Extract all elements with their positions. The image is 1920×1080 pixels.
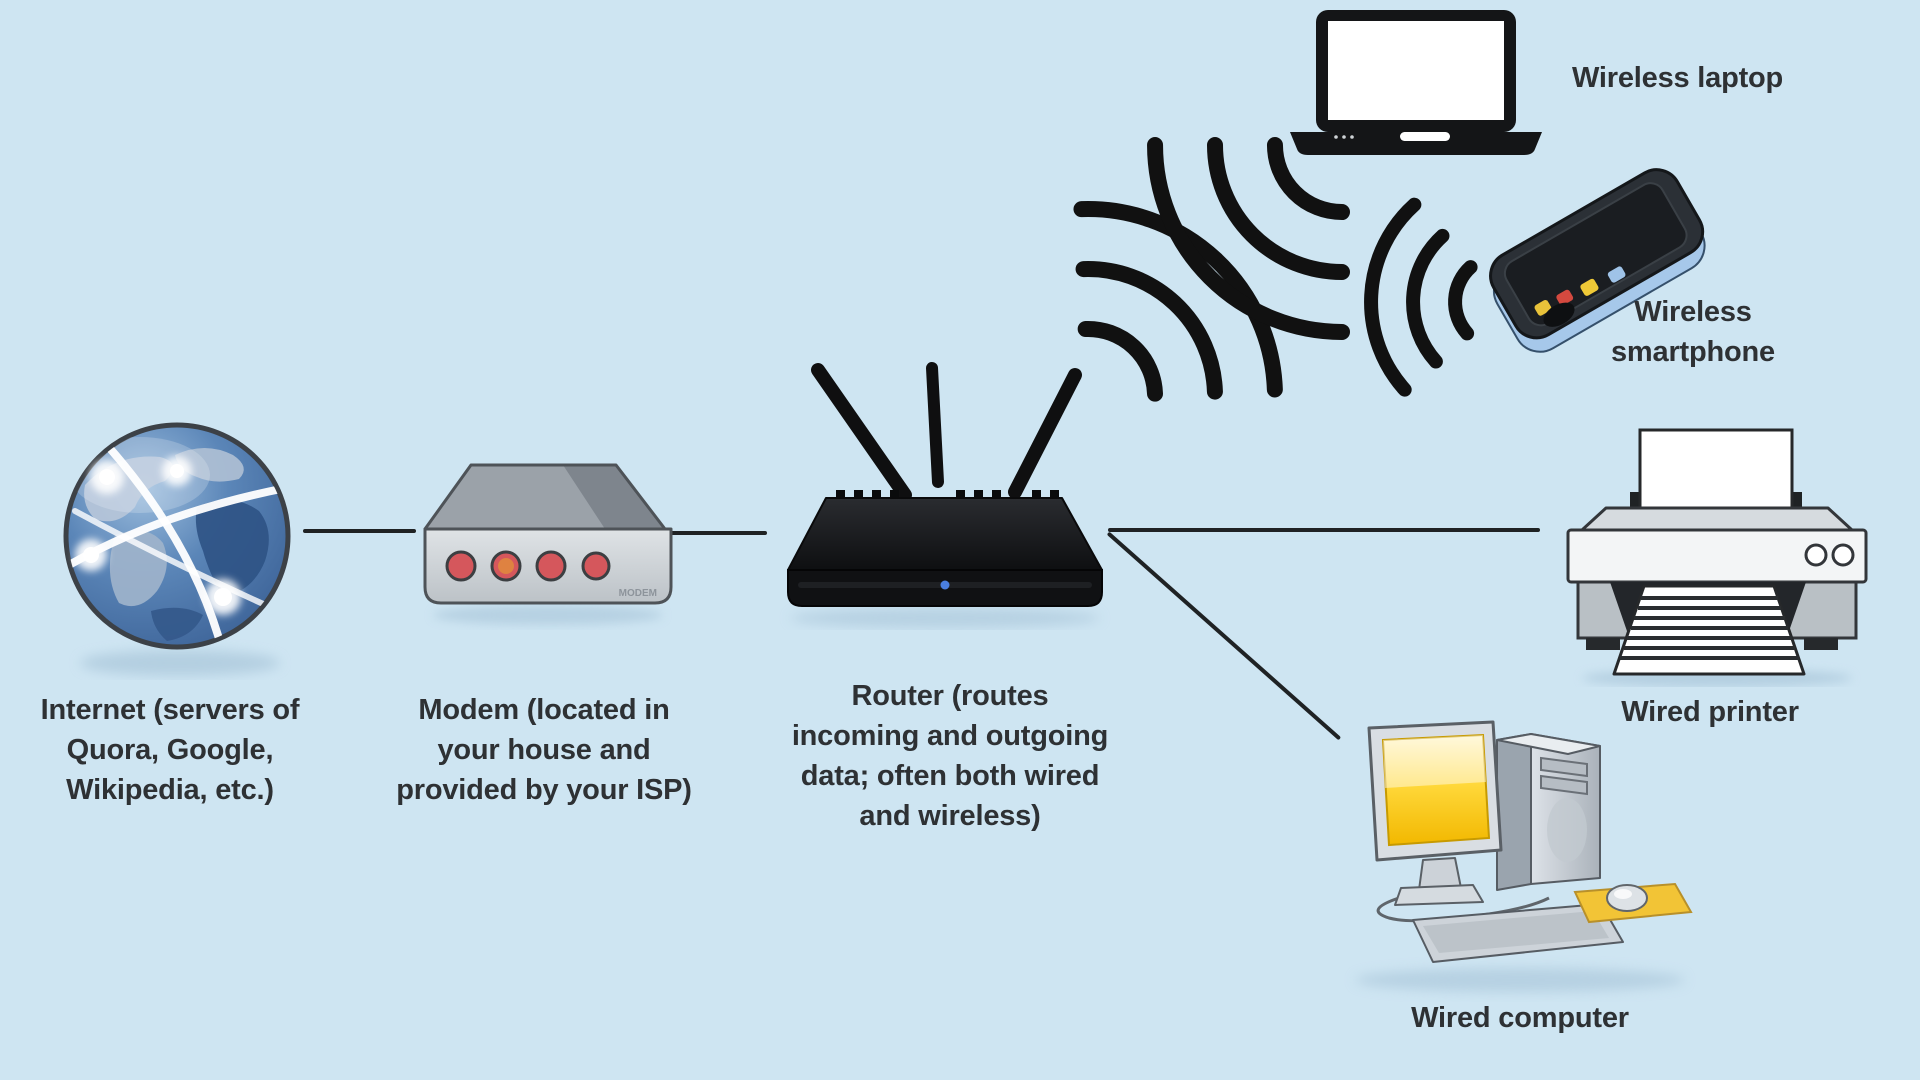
modem-status-lights bbox=[445, 550, 611, 582]
connection-line-internet-modem bbox=[303, 529, 416, 533]
connection-line-modem-router bbox=[654, 531, 767, 535]
printer-icon bbox=[1552, 422, 1882, 687]
router-label: Router (routes incoming and outgoing dat… bbox=[791, 680, 1109, 832]
computer-keyboard bbox=[1412, 903, 1624, 963]
router-icon bbox=[770, 330, 1120, 630]
computer-monitor bbox=[1367, 720, 1503, 906]
modem-badge-text: MODEM bbox=[619, 588, 657, 599]
smartphone-label: Wireless smartphone bbox=[1611, 296, 1775, 368]
computer-mouse bbox=[1606, 884, 1648, 912]
printed-text-lines bbox=[1620, 596, 1799, 660]
computer-tower bbox=[1496, 733, 1601, 891]
laptop-label: Wireless laptop bbox=[1572, 62, 1784, 94]
smartphone-buttons bbox=[1534, 266, 1626, 316]
connection-line-router-printer bbox=[1108, 528, 1540, 532]
printer-label: Wired printer bbox=[1621, 696, 1799, 728]
computer-label: Wired computer bbox=[1411, 1002, 1629, 1034]
modem-icon: MODEM bbox=[413, 455, 683, 630]
desktop-computer-icon bbox=[1335, 712, 1705, 1002]
laptop-icon bbox=[1288, 6, 1548, 161]
internet-label: Internet (servers of Quora, Google, Wiki… bbox=[40, 694, 300, 806]
modem-label: Modem (located in your house and provide… bbox=[396, 694, 692, 806]
connection-line-router-computer bbox=[1106, 531, 1342, 741]
internet-globe-icon bbox=[55, 415, 305, 680]
router-antennas bbox=[811, 362, 1082, 502]
router-led bbox=[940, 580, 950, 590]
smartphone-icon bbox=[1470, 140, 1720, 375]
